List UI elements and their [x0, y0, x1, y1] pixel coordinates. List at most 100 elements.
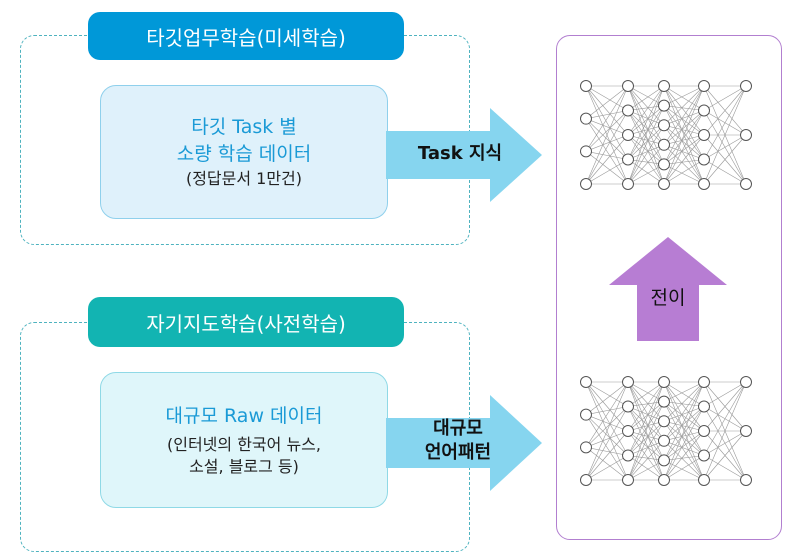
network-edge — [663, 430, 705, 442]
language-pattern-label-line1: 대규모 — [433, 418, 483, 439]
network-node — [698, 104, 710, 117]
network-edge — [663, 110, 705, 126]
network-edge — [663, 460, 705, 481]
network-edge — [585, 118, 629, 160]
network-edge — [585, 159, 629, 185]
network-edge — [627, 421, 665, 481]
network-node — [740, 80, 752, 92]
network-edge — [663, 420, 705, 456]
top-header-label: 타깃업무학습(미세학습) — [146, 25, 346, 50]
network-edge — [585, 406, 629, 448]
network-edge — [627, 110, 665, 165]
network-edge — [663, 85, 705, 145]
network-node — [658, 395, 670, 408]
network-edge — [585, 381, 629, 415]
network-edge — [627, 85, 665, 185]
language-pattern-arrow — [386, 395, 542, 491]
network-edge — [663, 85, 705, 185]
network-edge — [627, 455, 665, 461]
network-edge — [663, 430, 705, 481]
network-edge — [585, 455, 629, 481]
network-node — [580, 408, 592, 421]
network-edge — [585, 381, 629, 456]
network-node — [580, 112, 592, 125]
network-edge — [703, 430, 747, 481]
network-node — [580, 178, 592, 190]
network-edge — [663, 110, 705, 146]
network-edge — [627, 406, 665, 422]
network-edge — [663, 401, 705, 432]
top-data-box: 타깃 Task 별 소량 학습 데이터 (정답문서 1만건) — [100, 85, 388, 219]
network-edge — [585, 85, 629, 119]
network-node — [698, 376, 710, 388]
network-edge — [627, 105, 665, 185]
network-node — [698, 400, 710, 413]
network-node — [622, 376, 634, 388]
network-edge — [703, 134, 747, 160]
network-edge — [663, 105, 705, 111]
network-node — [740, 376, 752, 388]
network-edge — [627, 105, 665, 136]
network-edge — [663, 381, 705, 441]
network-edge — [585, 447, 629, 456]
network-node — [658, 434, 670, 447]
network-edge — [585, 414, 629, 456]
network-edge — [703, 381, 747, 456]
network-edge — [627, 381, 665, 432]
network-edge — [627, 381, 665, 402]
network-edge — [585, 110, 629, 185]
network-edge — [663, 440, 705, 456]
network-edge — [703, 85, 747, 160]
network-node — [658, 454, 670, 467]
network-node — [740, 425, 752, 437]
network-node — [658, 138, 670, 151]
pretrained-network-icon — [580, 376, 752, 486]
network-node — [580, 80, 592, 92]
network-node — [658, 415, 670, 428]
network-edge — [627, 164, 665, 185]
network-edge — [703, 85, 747, 111]
network-edge — [663, 124, 705, 160]
network-edge — [627, 124, 665, 136]
network-edge — [585, 118, 629, 136]
network-edge — [663, 406, 705, 461]
network-edge — [663, 85, 705, 160]
network-edge — [627, 381, 665, 407]
network-edge — [627, 144, 665, 160]
network-node — [622, 153, 634, 166]
network-edge — [627, 430, 665, 481]
network-edge — [585, 447, 629, 481]
network-edge — [585, 110, 629, 119]
network-edge — [585, 151, 629, 160]
network-node — [658, 178, 670, 190]
network-edge — [703, 455, 747, 481]
network-edge — [627, 430, 665, 442]
network-node — [580, 376, 592, 388]
network-edge — [663, 110, 705, 185]
network-edge — [627, 134, 665, 185]
network-edge — [663, 85, 705, 136]
network-edge — [663, 406, 705, 481]
network-edge — [627, 430, 665, 461]
network-node — [658, 80, 670, 92]
bottom-box-line1: 대규모 Raw 데이터 — [165, 404, 323, 427]
network-edge — [663, 406, 705, 422]
network-edge — [585, 134, 629, 185]
network-edge — [663, 381, 705, 461]
bottom-box-line2: (인터넷의 한국어 뉴스, — [167, 434, 321, 454]
network-edge — [663, 159, 705, 185]
network-edge — [663, 134, 705, 146]
network-node — [622, 178, 634, 190]
network-edge — [627, 440, 665, 481]
top-box-line2: 소량 학습 데이터 — [176, 143, 312, 165]
network-edge — [585, 381, 629, 432]
network-edge — [663, 159, 705, 165]
network-edge — [703, 85, 747, 185]
network-edge — [627, 110, 665, 185]
network-edge — [585, 85, 629, 136]
network-edge — [703, 159, 747, 185]
network-edge — [627, 381, 665, 481]
network-edge — [627, 134, 665, 146]
network-edge — [663, 85, 705, 111]
network-edge — [627, 85, 665, 111]
